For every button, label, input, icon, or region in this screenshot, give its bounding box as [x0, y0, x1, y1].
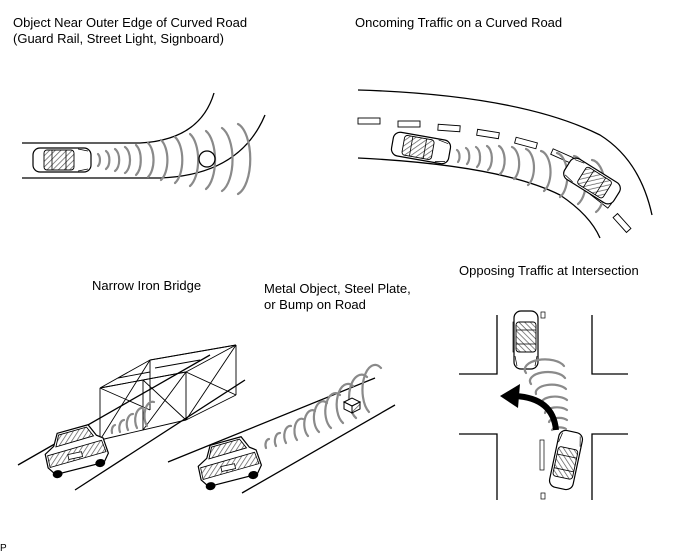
- curb-bottom-left: [459, 433, 498, 500]
- turn-arrow-icon: [500, 384, 559, 431]
- caption-oncoming-curve: Oncoming Traffic on a Curved Road: [355, 15, 562, 31]
- radar-waves: [96, 122, 252, 196]
- curb-top-right: [591, 315, 628, 375]
- caption-curved-edge: Object Near Outer Edge of Curved Road (G…: [13, 15, 247, 47]
- guard-object-icon: [198, 150, 216, 168]
- caption-line: Metal Object, Steel Plate,: [264, 281, 411, 296]
- road-edge-right: [74, 379, 246, 491]
- road-edge-left: [167, 377, 376, 463]
- road-edge-right: [241, 404, 396, 494]
- car-icon: [40, 421, 112, 481]
- car-icon: [32, 147, 92, 173]
- car-icon: [193, 433, 265, 493]
- curb-top-left: [459, 315, 498, 375]
- scene-intersection: [459, 310, 628, 500]
- radar-waves: [264, 363, 383, 450]
- radar-waves: [523, 358, 569, 432]
- caption-line: Opposing Traffic at Intersection: [459, 263, 639, 278]
- road-edge-outer: [22, 92, 215, 144]
- road-edge-left: [17, 354, 211, 466]
- road-edge-inner: [357, 157, 601, 239]
- oncoming-car-icon: [560, 154, 624, 208]
- scene-metal-object: [167, 363, 396, 494]
- caption-line: Object Near Outer Edge of Curved Road: [13, 15, 248, 30]
- car-icon: [547, 428, 585, 492]
- caption-line: (Guard Rail, Street Light, Signboard): [13, 31, 224, 46]
- scene-iron-bridge: [17, 344, 246, 491]
- scene-curved-edge: [22, 92, 266, 196]
- road-edge-inner: [22, 114, 266, 179]
- metal-object-icon: [342, 397, 362, 414]
- caption-intersection: Opposing Traffic at Intersection: [459, 263, 639, 279]
- corner-mark: P: [0, 543, 7, 554]
- radar-waves: [110, 400, 156, 435]
- lane-mark: [540, 311, 546, 319]
- lane-mark: [539, 439, 545, 471]
- iron-bridge-truss: [99, 344, 237, 441]
- car-icon: [389, 130, 453, 166]
- curb-bottom-right: [591, 433, 628, 500]
- caption-line: Narrow Iron Bridge: [92, 278, 202, 293]
- caption-iron-bridge: Narrow Iron Bridge: [92, 278, 201, 294]
- caption-line: or Bump on Road: [264, 297, 366, 312]
- road-edge-outer: [357, 89, 653, 216]
- lane-mark: [540, 492, 546, 500]
- caption-metal-object: Metal Object, Steel Plate, or Bump on Ro…: [264, 281, 411, 313]
- caption-line: Oncoming Traffic on a Curved Road: [355, 15, 563, 30]
- scene-oncoming-curve: [357, 89, 653, 239]
